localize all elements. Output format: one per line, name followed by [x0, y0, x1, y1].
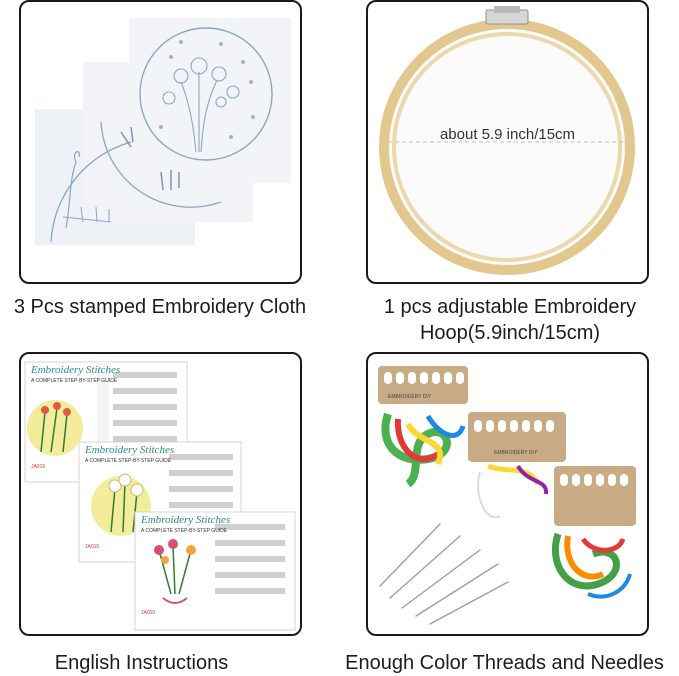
sheet-1-title: Embroidery Stitches	[31, 364, 121, 376]
threads-needles-image	[378, 366, 636, 625]
sheet-3-subtitle: A COMPLETE STEP-BY-STEP GUIDE	[141, 528, 228, 534]
caption-embroidery-cloth: 3 Pcs stamped Embroidery Cloth	[13, 296, 307, 318]
hoop-measure-label: about 5.9 inch/15cm	[439, 126, 576, 143]
panel-english-instructions: Embroidery Stitches A COMPLETE STEP-BY-S…	[19, 352, 302, 636]
caption-english-instructions: English Instructions	[54, 652, 229, 674]
embroidery-cloth-image	[35, 18, 291, 245]
instruction-sheets-image	[24, 361, 296, 631]
thread-card-brand-2: EMBROIDERY DIY	[494, 450, 538, 456]
panel-embroidery-hoop: about 5.9 inch/15cm	[366, 0, 649, 284]
sheet-3-code: JA010	[141, 610, 156, 616]
caption-threads-needles: Enough Color Threads and Needles	[345, 652, 664, 674]
sheet-2-subtitle: A COMPLETE STEP-BY-STEP GUIDE	[85, 458, 172, 464]
sheet-2-code: JA015	[85, 544, 100, 550]
panel-threads-needles: EMBROIDERY DIY EMBROIDERY DIY	[366, 352, 649, 636]
sheet-1-subtitle: A COMPLETE STEP-BY-STEP GUIDE	[31, 378, 118, 384]
sheet-2-title: Embroidery Stitches	[85, 444, 175, 456]
thread-card-brand-1: EMBROIDERY DIY	[388, 394, 432, 400]
sheet-3-title: Embroidery Stitches	[141, 514, 231, 526]
sheet-1-code: JA016	[31, 464, 46, 470]
caption-embroidery-hoop: 1 pcs adjustable Embroidery Hoop(5.9inch…	[383, 296, 637, 344]
embroidery-hoop-image	[379, 6, 635, 275]
panel-embroidery-cloth	[19, 0, 302, 284]
